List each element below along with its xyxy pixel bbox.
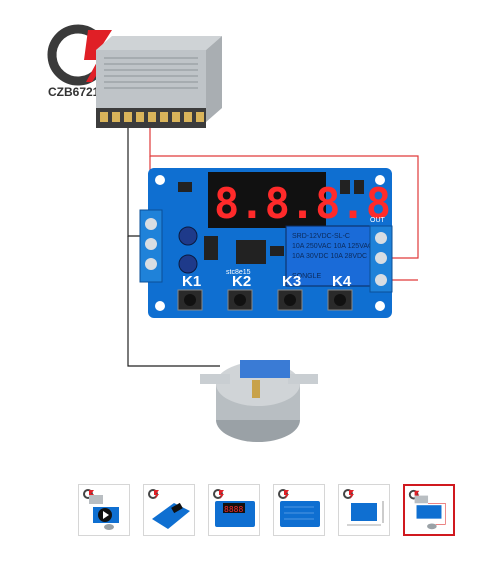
key-cap-k1 <box>184 294 196 306</box>
relay-model: SRD-12VDC-SL-C <box>292 233 350 240</box>
power-supply <box>96 36 222 128</box>
relay-brand: SONGLE <box>292 273 322 280</box>
chip-label: stc8e15 <box>226 269 251 276</box>
dimensions-icon <box>343 489 384 526</box>
wiring-motor-icon <box>408 489 446 530</box>
key-label-k1: K1 <box>182 273 201 290</box>
key-cap-k3 <box>284 294 296 306</box>
main-product-image[interactable]: CZB6721960 <box>0 0 489 470</box>
board-display-icon: 8888 <box>213 489 255 527</box>
thumb-board-back[interactable] <box>273 484 325 536</box>
thumb-board-display[interactable]: 8888 <box>208 484 260 536</box>
thumb-board-angle[interactable] <box>143 484 195 536</box>
key-label-k2: K2 <box>232 273 251 290</box>
relay-board: 8.8.8.8 stc8e15 SRD-12VDC-SL-C 10A 250VA… <box>139 168 393 318</box>
key-cap-k4 <box>334 294 346 306</box>
thumb-dimensions[interactable] <box>338 484 390 536</box>
relay-spec-2: 10A 30VDC 10A 28VDC <box>292 253 367 260</box>
thumb-wiring-motor[interactable] <box>403 484 455 536</box>
stepper-motor <box>200 360 318 442</box>
thumb-video[interactable] <box>78 484 130 536</box>
thumbnail-strip: 8888 <box>0 484 489 540</box>
segment-display: 8.8.8.8 <box>214 179 391 228</box>
video-icon-icon <box>83 489 119 530</box>
key-label-k4: K4 <box>332 273 352 290</box>
relay-spec-1: 10A 250VAC 10A 125VAC <box>292 243 373 250</box>
out-label: OUT <box>370 217 386 224</box>
key-label-k3: K3 <box>282 273 301 290</box>
board-angle-icon <box>148 489 190 529</box>
key-cap-k2 <box>234 294 246 306</box>
board-back-icon <box>278 489 320 527</box>
svg-text:8888: 8888 <box>224 505 243 514</box>
